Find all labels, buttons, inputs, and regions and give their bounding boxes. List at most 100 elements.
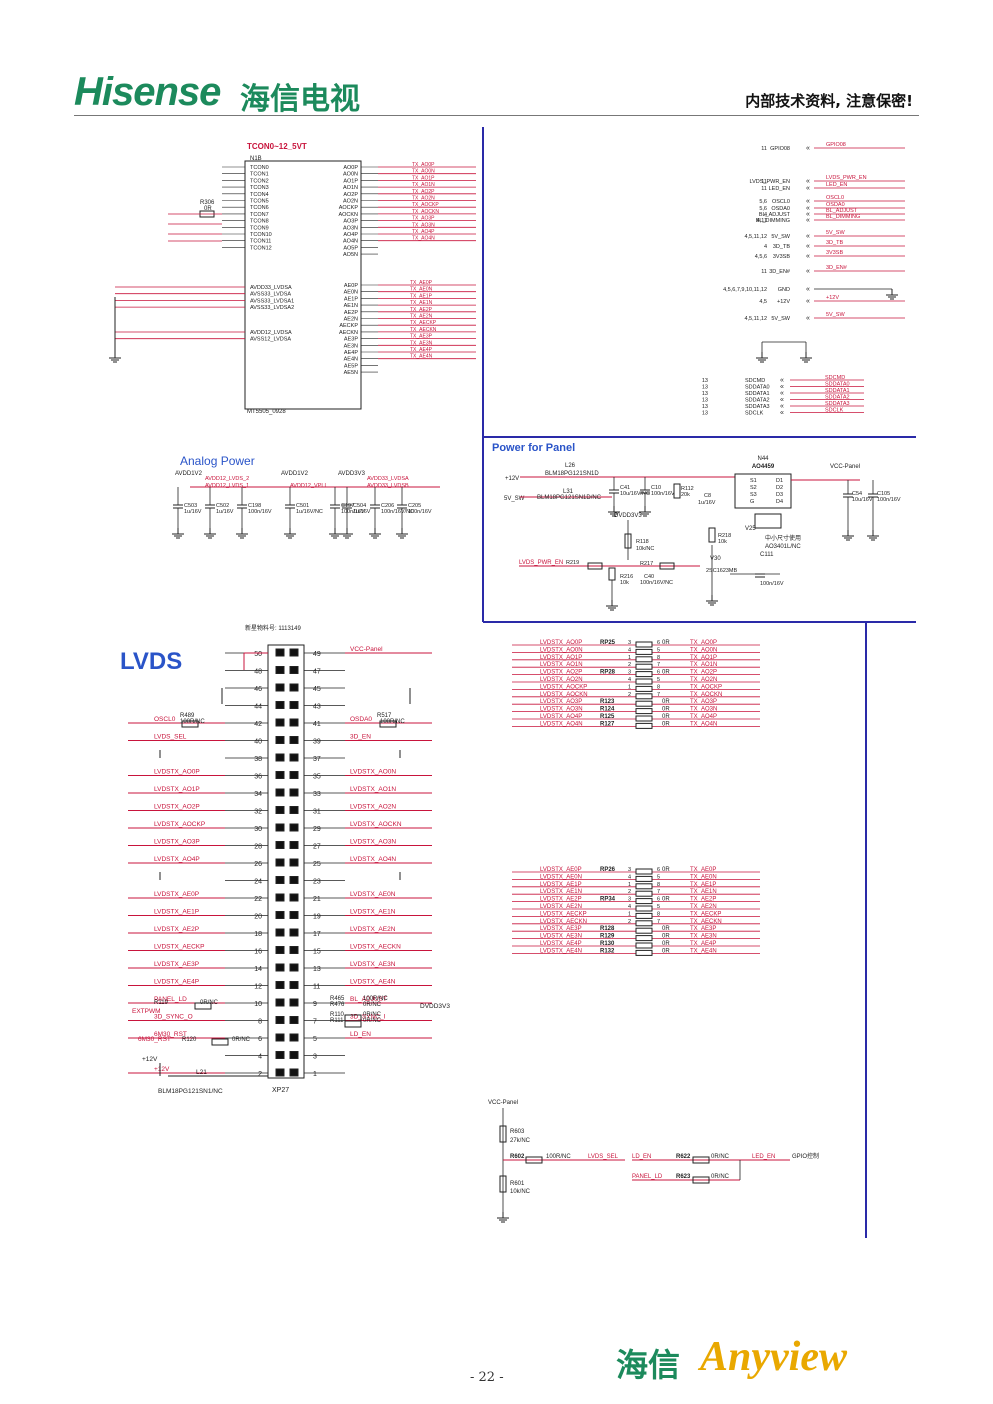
rp-pin: 4 <box>628 874 631 880</box>
connector-pin <box>289 701 299 709</box>
chip-pin-label: AO4N <box>343 239 358 245</box>
rp-input-label: LVDSTX_AECKP <box>540 911 587 917</box>
gpio-sheet-ref: 13 <box>702 378 708 384</box>
part-value: BLM18PG121SN1D/NC <box>537 495 602 501</box>
chip-pin-label: AO2N <box>343 199 358 205</box>
part-ref: N44 <box>757 456 769 462</box>
gpio-sheet-ref: 5,6 <box>759 206 767 212</box>
transistor-ref: V30 <box>710 556 721 562</box>
resistor-pack-ao <box>635 663 653 670</box>
rp-output-label: TX_AECKN <box>690 919 722 925</box>
resistor-pack-ae <box>635 905 653 912</box>
resistor-pack-ao <box>635 671 653 678</box>
rp-output-label: TX_AE3P <box>690 926 716 932</box>
connector-pin <box>275 858 285 867</box>
rp-input-label: LVDSTX_AO4P <box>540 714 582 720</box>
gpio-signal-label: 3V3SB <box>773 254 790 260</box>
rp-ref: R123 <box>600 699 615 705</box>
hisense-logo: Hisense <box>74 70 221 114</box>
cap-ref: C41 <box>620 485 630 491</box>
small-size-note: 中小尺寸使用 <box>765 534 801 542</box>
rp-input-label: LVDSTX_AE4P <box>540 941 582 947</box>
rp-ref: R125 <box>600 714 615 720</box>
cap-ref: C105 <box>877 491 890 497</box>
part-value: BLM18PG121SN1D <box>545 471 599 477</box>
rp-output-label: TX_AE4N <box>690 948 717 954</box>
resistor-ref: R476 <box>330 1002 345 1008</box>
rp-value: 0R <box>662 707 670 713</box>
resistor-value: 10k/NC <box>510 1189 531 1195</box>
resistor-value: 27k/NC <box>510 1138 531 1144</box>
connector-ref: XP27 <box>272 1087 289 1094</box>
connector-pin <box>289 788 299 797</box>
gpio-signal-label: GND <box>778 287 790 293</box>
pin-label: G <box>750 499 754 505</box>
pin-number: 3 <box>313 1054 317 1061</box>
gpio-sheet-ref: 4,11 <box>757 218 767 224</box>
lvds-net-label: LVDSTX_AO0P <box>154 769 200 776</box>
tx-net-label: TX_AE1P <box>410 293 433 299</box>
resistor-ref: R465 <box>330 996 345 1002</box>
gpio-signal-label: BL_ADJUST <box>759 212 791 218</box>
connector-pin <box>275 1051 285 1059</box>
pin-number: 24 <box>254 879 262 886</box>
pin-number: 29 <box>313 826 321 833</box>
pin-number: 21 <box>313 896 321 903</box>
connector-pin <box>289 998 299 1007</box>
rp-pin: 4 <box>628 904 631 910</box>
resistor-pack-ae <box>635 920 653 927</box>
connector-pin <box>275 806 285 814</box>
rp-pin: 2 <box>628 919 631 925</box>
gpio-sheet-ref: 13 <box>702 411 708 417</box>
gpio-net-label: 3D_TB <box>826 240 843 246</box>
lvds-sel-label: LVDS_SEL <box>588 1154 619 1160</box>
rp-input-label: LVDSTX_AE3P <box>540 926 582 932</box>
chip-pin-label: TCON4 <box>250 192 269 198</box>
resistor-symbol <box>587 562 603 570</box>
pin-number: 26 <box>254 861 262 868</box>
cap-value: 100n/16V <box>760 581 784 587</box>
rp-ref: R130 <box>600 941 615 947</box>
gpio-sheet-ref: 5,6 <box>759 199 767 205</box>
rp-ref: R128 <box>600 926 615 932</box>
lvds-net-label: LVDSTX_AE3P <box>154 961 199 968</box>
cap-value: 1u/16V <box>184 509 202 515</box>
pin-number: 2 <box>258 1071 262 1078</box>
connector-pin <box>289 981 299 989</box>
resistor-ref: R306 <box>200 200 215 206</box>
chip-pin-label: AO3N <box>343 225 358 231</box>
rp-input-label: LVDSTX_AE0P <box>540 867 582 873</box>
cap-ref: C198 <box>248 503 261 509</box>
pin-number: 47 <box>313 669 321 676</box>
connector-pin <box>289 1016 299 1024</box>
resistor-value: 0R/NC <box>711 1174 730 1180</box>
resistor-value: 100R/NC <box>380 719 405 725</box>
resistor-pack-ae <box>635 890 653 897</box>
off-sheet-arrow: « <box>780 403 784 410</box>
resistor-pack-ao <box>635 656 653 663</box>
cap-ref: C205 <box>408 503 421 509</box>
pin-number: 33 <box>313 791 321 798</box>
chip-pin-label: AE2P <box>344 310 358 316</box>
connector-pin <box>275 841 285 849</box>
pin-number: 22 <box>254 896 262 903</box>
chip-pin-label: AE3N <box>344 343 358 349</box>
chip-pin-label: AE4N <box>344 357 358 363</box>
rp-ref: RP26 <box>600 867 616 873</box>
rp-input-label: LVDSTX_AO3P <box>540 699 582 705</box>
analog-net-label: AVDD12_VPLL <box>290 483 328 489</box>
rp-pin: 7 <box>657 919 660 925</box>
gpio-sheet-ref: 4,5,6,7,9,10,11,12 <box>723 287 767 293</box>
lvds-net-label: LVDSTX_AO1N <box>350 786 396 793</box>
pin-number: 40 <box>254 739 262 746</box>
chip-pin-label: TCON0 <box>250 165 269 171</box>
tx-net-label: TX_AE4N <box>410 354 433 360</box>
tx-net-label: TX_AE3N <box>410 340 433 346</box>
rp-output-label: TX_AO4N <box>690 721 717 727</box>
power-label: 5V_SW <box>504 496 525 502</box>
off-sheet-arrow: « <box>806 243 810 250</box>
resistor-pack-ao <box>635 641 653 648</box>
tx-net-label: TX_AE3P <box>410 334 433 340</box>
resistor-value: 0R/NC <box>711 1154 730 1160</box>
